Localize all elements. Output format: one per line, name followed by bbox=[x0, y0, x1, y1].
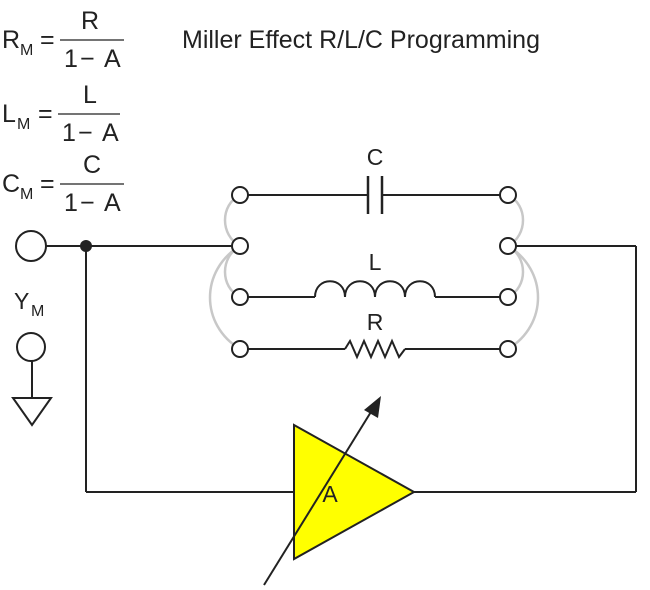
equation-rm-denominator-minus: − bbox=[80, 45, 95, 73]
terminal-right-r[interactable] bbox=[499, 340, 517, 358]
equation-rm-var: R bbox=[2, 26, 20, 54]
capacitor-label: C bbox=[367, 144, 384, 170]
inductor-label: L bbox=[369, 249, 382, 275]
junction-dot bbox=[80, 240, 92, 252]
equation-rm-equals: = bbox=[40, 26, 55, 54]
capacitor-symbol bbox=[366, 176, 384, 214]
equation-lm-subscript: M bbox=[17, 116, 30, 133]
equation-lm-denominator-one: 1 bbox=[62, 119, 76, 147]
terminal-left-top[interactable] bbox=[231, 237, 249, 255]
equation-rm-denominator-one: 1 bbox=[64, 45, 78, 73]
equation-lm-denominator-minus: − bbox=[78, 119, 93, 147]
terminal-left-r[interactable] bbox=[231, 340, 249, 358]
terminal-right-top[interactable] bbox=[499, 237, 517, 255]
diagram-title: Miller Effect R/L/C Programming bbox=[182, 26, 540, 54]
equation-cm-denominator-var: A bbox=[104, 189, 121, 217]
equation-lm-var: L bbox=[2, 100, 16, 128]
equation-cm-denominator-minus: − bbox=[80, 189, 95, 217]
ground-terminal[interactable] bbox=[16, 332, 46, 362]
equation-rm-numerator: R bbox=[81, 7, 99, 35]
equation-rm-denominator-var: A bbox=[104, 45, 121, 73]
amplifier-triangle[interactable] bbox=[293, 423, 417, 561]
equation-cm: C M = C 1 − A bbox=[2, 151, 124, 217]
resistor-label: R bbox=[367, 309, 384, 335]
equation-cm-subscript: M bbox=[20, 186, 33, 203]
circuit-wires bbox=[31, 194, 637, 493]
equation-cm-numerator: C bbox=[83, 151, 101, 179]
inductor-symbol bbox=[314, 280, 436, 298]
equation-lm-numerator: L bbox=[83, 81, 97, 109]
terminals bbox=[15, 186, 517, 362]
terminal-left-l[interactable] bbox=[231, 288, 249, 306]
equation-cm-denominator-one: 1 bbox=[64, 189, 78, 217]
equation-lm: L M = L 1 − A bbox=[2, 81, 120, 147]
equation-lm-denominator-var: A bbox=[102, 119, 119, 147]
equation-cm-var: C bbox=[2, 170, 20, 198]
terminal-right-l[interactable] bbox=[499, 288, 517, 306]
admittance-label: Y bbox=[14, 288, 29, 314]
equation-rm-subscript: M bbox=[20, 42, 33, 59]
variable-gain-arrow-shaft bbox=[263, 406, 375, 586]
equation-lm-equals: = bbox=[38, 100, 53, 128]
terminal-right-c[interactable] bbox=[499, 186, 517, 204]
equation-cm-equals: = bbox=[40, 170, 55, 198]
amplifier-label: A bbox=[322, 481, 338, 507]
ground-symbol bbox=[11, 397, 53, 427]
equation-rm: R M = R 1 − A bbox=[2, 7, 124, 73]
jumper-left-top-r bbox=[208, 244, 241, 351]
variable-gain-arrow-head bbox=[364, 396, 381, 418]
input-terminal[interactable] bbox=[15, 230, 47, 262]
admittance-subscript: M bbox=[31, 303, 44, 320]
terminal-left-c[interactable] bbox=[231, 186, 249, 204]
resistor-symbol bbox=[344, 338, 406, 360]
jumper-right-top-r bbox=[507, 244, 540, 351]
